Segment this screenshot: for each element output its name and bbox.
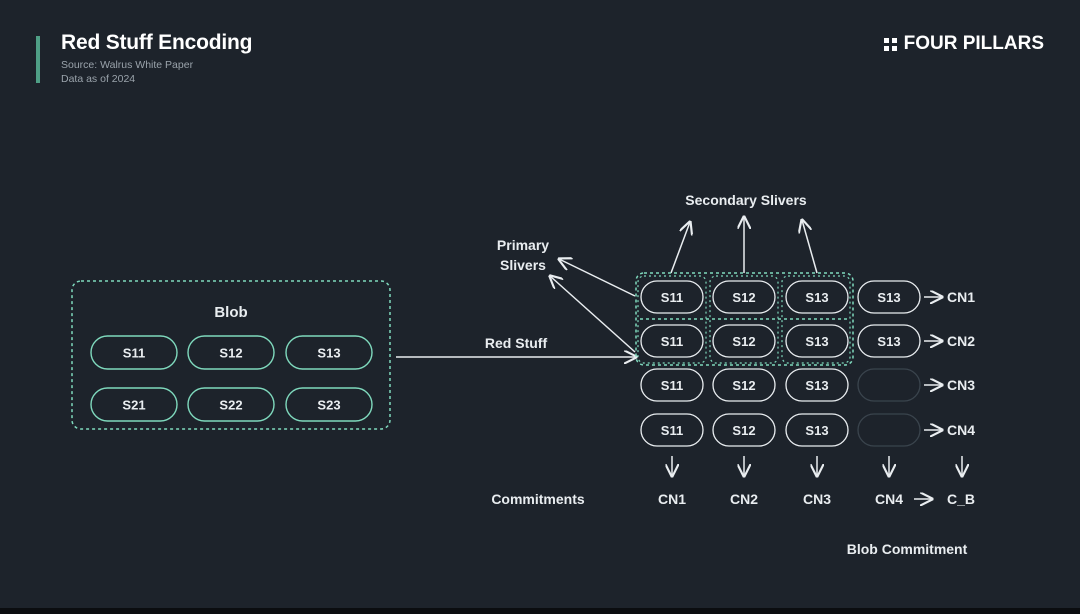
svg-text:S12: S12 bbox=[732, 290, 755, 305]
svg-text:S11: S11 bbox=[661, 423, 683, 438]
page-title: Red Stuff Encoding bbox=[61, 31, 253, 54]
svg-text:S13: S13 bbox=[805, 290, 828, 305]
sliver-pill: S11 bbox=[640, 368, 704, 402]
blob-container bbox=[71, 280, 391, 430]
primary-slivers-box bbox=[635, 272, 854, 366]
commitments-label: Commitments bbox=[491, 491, 585, 507]
svg-text:S13: S13 bbox=[805, 423, 828, 438]
sliver-pill: S13 bbox=[785, 413, 849, 447]
blob-commitment-value: C_B bbox=[947, 491, 975, 507]
sliver-pill: S12 bbox=[712, 413, 776, 447]
extra-sliver-pill: S13 bbox=[857, 280, 921, 314]
sliver-pill: S11 bbox=[640, 324, 704, 358]
blob-label: Blob bbox=[214, 304, 247, 321]
svg-text:S12: S12 bbox=[732, 423, 755, 438]
primary-slivers-label-line2: Slivers bbox=[500, 257, 546, 273]
sliver-pill: S12 bbox=[712, 368, 776, 402]
svg-text:S12: S12 bbox=[732, 334, 755, 349]
commitment-value: CN4 bbox=[875, 491, 903, 507]
blob-commitment-label: Blob Commitment bbox=[847, 541, 968, 557]
red-stuff-label: Red Stuff bbox=[485, 335, 548, 351]
secondary-sliver-arrow bbox=[670, 222, 690, 274]
node-label: CN1 bbox=[947, 289, 975, 305]
secondary-sliver-arrow bbox=[802, 220, 818, 274]
svg-text:S11: S11 bbox=[661, 378, 683, 393]
svg-text:S13: S13 bbox=[877, 334, 900, 349]
svg-text:S12: S12 bbox=[732, 378, 755, 393]
sliver-pill: S11 bbox=[640, 280, 704, 314]
blob-pill: S13 bbox=[285, 335, 373, 370]
empty-sliver-slot bbox=[857, 413, 921, 447]
sliver-pill: S13 bbox=[785, 324, 849, 358]
sliver-pill: S11 bbox=[640, 413, 704, 447]
empty-sliver-slot bbox=[857, 368, 921, 402]
bottom-strip bbox=[0, 608, 1080, 614]
node-label: CN2 bbox=[947, 333, 975, 349]
svg-text:S21: S21 bbox=[122, 398, 145, 413]
svg-text:S22: S22 bbox=[219, 398, 242, 413]
header-accent-bar bbox=[36, 36, 40, 83]
date-note: Data as of 2024 bbox=[61, 73, 136, 85]
extra-sliver-pill: S13 bbox=[857, 324, 921, 358]
four-pillars-logo-icon bbox=[883, 37, 897, 51]
brand-name: FOUR PILLARS bbox=[903, 33, 1044, 54]
blob-pill: S21 bbox=[90, 387, 178, 422]
sliver-pill: S12 bbox=[712, 280, 776, 314]
sliver-pill: S13 bbox=[785, 368, 849, 402]
blob-pill: S12 bbox=[187, 335, 275, 370]
svg-text:S12: S12 bbox=[219, 346, 242, 361]
svg-text:S13: S13 bbox=[805, 334, 828, 349]
blob-pill: S22 bbox=[187, 387, 275, 422]
blob-pill: S23 bbox=[285, 387, 373, 422]
commitment-value: CN3 bbox=[803, 491, 831, 507]
primary-sliver-arrow bbox=[550, 276, 636, 353]
node-label: CN4 bbox=[947, 422, 975, 438]
secondary-slivers-label: Secondary Slivers bbox=[685, 192, 807, 208]
svg-text:S23: S23 bbox=[317, 398, 340, 413]
sliver-pill: S13 bbox=[785, 280, 849, 314]
brand-logo: FOUR PILLARS bbox=[883, 33, 1044, 55]
svg-text:S11: S11 bbox=[661, 290, 683, 305]
svg-text:S11: S11 bbox=[123, 346, 145, 361]
blob-pill: S11 bbox=[90, 335, 178, 370]
svg-text:S13: S13 bbox=[805, 378, 828, 393]
svg-text:S11: S11 bbox=[661, 334, 683, 349]
source-note: Source: Walrus White Paper bbox=[61, 59, 194, 71]
commitment-value: CN2 bbox=[730, 491, 758, 507]
svg-text:S13: S13 bbox=[317, 346, 340, 361]
primary-sliver-arrow bbox=[559, 259, 636, 297]
node-label: CN3 bbox=[947, 377, 975, 393]
svg-text:S13: S13 bbox=[877, 290, 900, 305]
primary-slivers-label-line1: Primary bbox=[497, 237, 549, 253]
commitment-value: CN1 bbox=[658, 491, 686, 507]
sliver-pill: S12 bbox=[712, 324, 776, 358]
